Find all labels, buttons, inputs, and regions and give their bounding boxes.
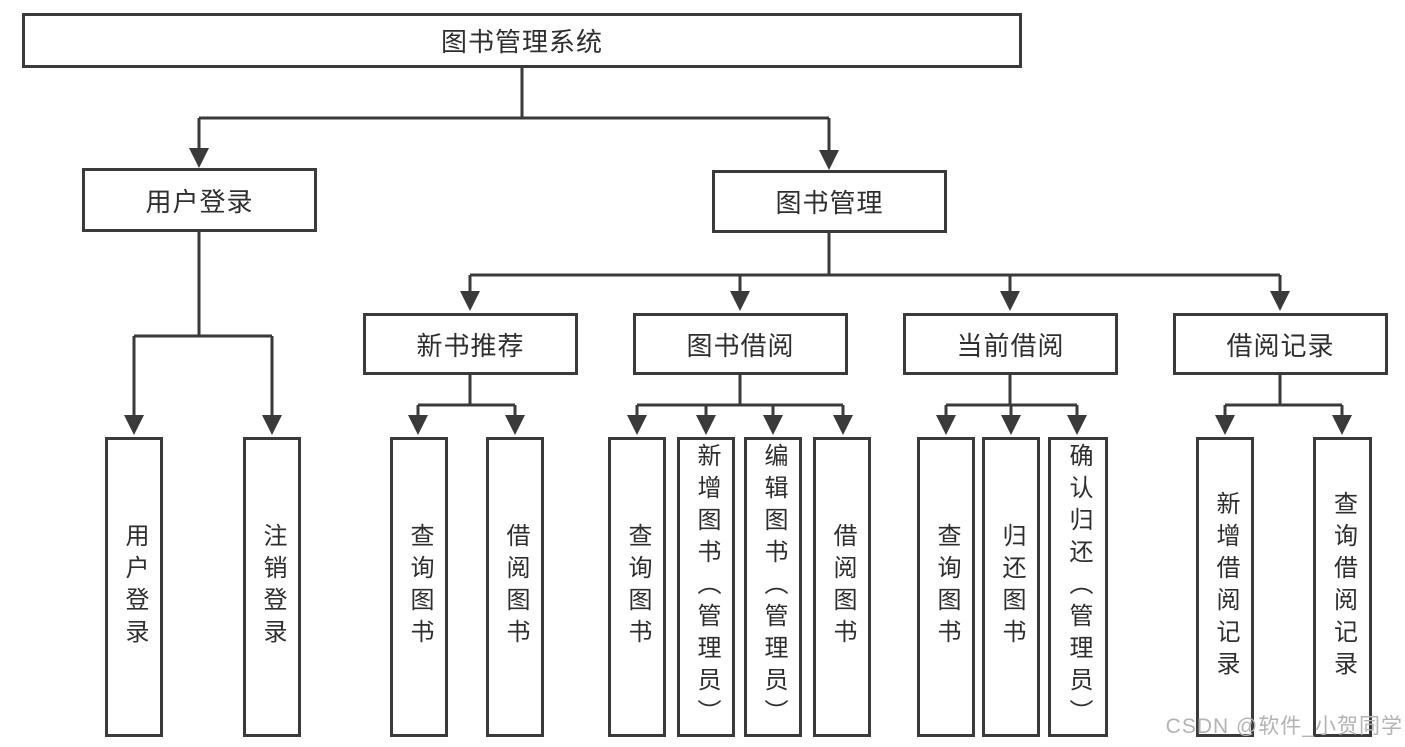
branch-lines <box>944 375 1079 418</box>
arrowhead-icon <box>936 415 1087 435</box>
branch-lines <box>1223 375 1344 418</box>
leaf-label: 借阅图书 <box>829 523 856 651</box>
leaf-label: 注销登录 <box>259 523 286 651</box>
arrowhead-icon <box>627 415 853 435</box>
connector-book-management-branch <box>460 233 1290 311</box>
branch-lines <box>635 375 845 418</box>
arrowhead-icon <box>189 148 839 170</box>
node-label: 图书管理系统 <box>440 27 603 57</box>
arrowhead-icon <box>408 415 525 435</box>
leaf-add-books-admin: 新增图书（管理员） <box>677 437 735 737</box>
leaf-edit-books-admin: 编辑图书（管理员） <box>744 437 802 737</box>
node-book-management: 图书管理 <box>712 170 947 233</box>
leaf-label: 查询图书 <box>933 523 960 651</box>
leaf-logout: 注销登录 <box>243 437 301 737</box>
leaf-return-books: 归还图书 <box>982 437 1040 737</box>
connector-current-borrow-branch <box>936 375 1087 435</box>
branch-lines <box>416 375 517 418</box>
node-label: 当前借阅 <box>956 330 1065 361</box>
leaf-query-borrow-record: 查询借阅记录 <box>1313 437 1372 737</box>
leaf-label: 查询图书 <box>624 523 651 651</box>
node-current-borrowing: 当前借阅 <box>903 313 1118 375</box>
branch-lines <box>132 232 274 418</box>
arrowhead-icon <box>124 415 282 435</box>
node-user-login: 用户登录 <box>82 168 317 232</box>
node-borrowing-records: 借阅记录 <box>1173 313 1388 375</box>
leaf-label: 归还图书 <box>998 523 1025 651</box>
branch-lines <box>468 233 1282 293</box>
leaf-query-books: 查询图书 <box>917 437 975 737</box>
node-new-book-recommendation: 新书推荐 <box>363 313 578 375</box>
node-book-borrowing: 图书借阅 <box>633 313 848 375</box>
leaf-label: 用户登录 <box>121 523 148 651</box>
leaf-label: 确认归还（管理员） <box>1065 443 1092 731</box>
leaf-label: 新增借阅记录 <box>1212 491 1239 683</box>
leaf-query-books: 查询图书 <box>608 437 666 737</box>
node-label: 用户登录 <box>145 186 254 217</box>
connector-borrow-records-branch <box>1215 375 1352 435</box>
node-label: 图书借阅 <box>686 330 795 361</box>
connector-root-branch <box>189 68 839 170</box>
leaf-label: 查询借阅记录 <box>1329 491 1357 683</box>
node-label: 图书管理 <box>775 188 884 218</box>
leaf-confirm-return-admin: 确认归还（管理员） <box>1048 437 1108 737</box>
leaf-label: 查询图书 <box>406 523 433 651</box>
node-label: 借阅记录 <box>1226 330 1335 361</box>
leaf-label: 新增图书（管理员） <box>693 443 720 731</box>
node-label: 新书推荐 <box>416 330 525 361</box>
branch-lines <box>197 68 831 152</box>
arrowhead-icon <box>1215 415 1352 435</box>
node-library-management-system: 图书管理系统 <box>22 13 1022 68</box>
leaf-borrow-books: 借阅图书 <box>813 437 871 737</box>
leaf-add-borrow-record: 新增借阅记录 <box>1196 437 1254 737</box>
leaf-borrow-books: 借阅图书 <box>486 437 544 737</box>
connector-user-login-branch <box>124 232 282 435</box>
arrowhead-icon <box>460 291 1290 311</box>
connector-new-books-branch <box>408 375 525 435</box>
connector-book-borrow-branch <box>627 375 853 435</box>
leaf-label: 借阅图书 <box>502 523 529 651</box>
watermark: CSDN @软件_小贺同学 <box>1165 715 1403 738</box>
leaf-user-login: 用户登录 <box>105 437 163 737</box>
leaf-query-books: 查询图书 <box>390 437 448 737</box>
leaf-label: 编辑图书（管理员） <box>760 443 787 731</box>
